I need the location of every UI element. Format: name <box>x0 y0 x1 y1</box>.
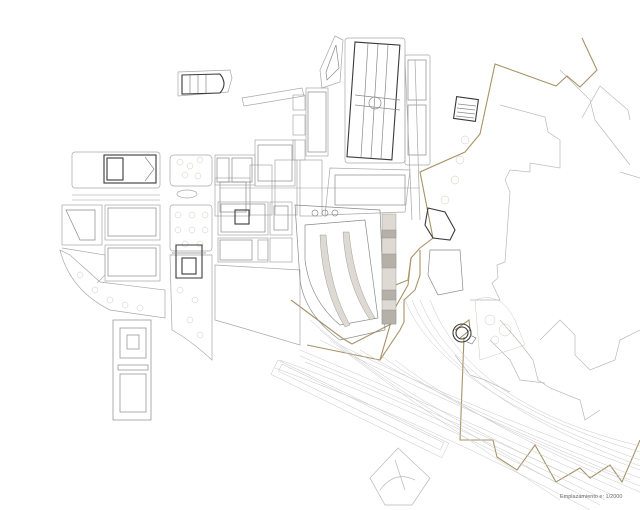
middle-row-blocks <box>61 201 293 284</box>
rail-tracks-icon <box>270 299 640 510</box>
detached-building-plan-icon <box>112 319 152 421</box>
drawing-caption: Emplazamiento e: 1/2000 <box>560 494 623 500</box>
station-building-icon <box>294 204 397 341</box>
upper-row-blocks <box>71 139 420 201</box>
rounded-building <box>177 69 305 107</box>
south-building <box>369 447 431 506</box>
east-buildings <box>404 59 526 361</box>
route-line-icon <box>290 37 640 484</box>
lower-left-park <box>59 244 301 361</box>
north-blocks <box>214 35 431 217</box>
